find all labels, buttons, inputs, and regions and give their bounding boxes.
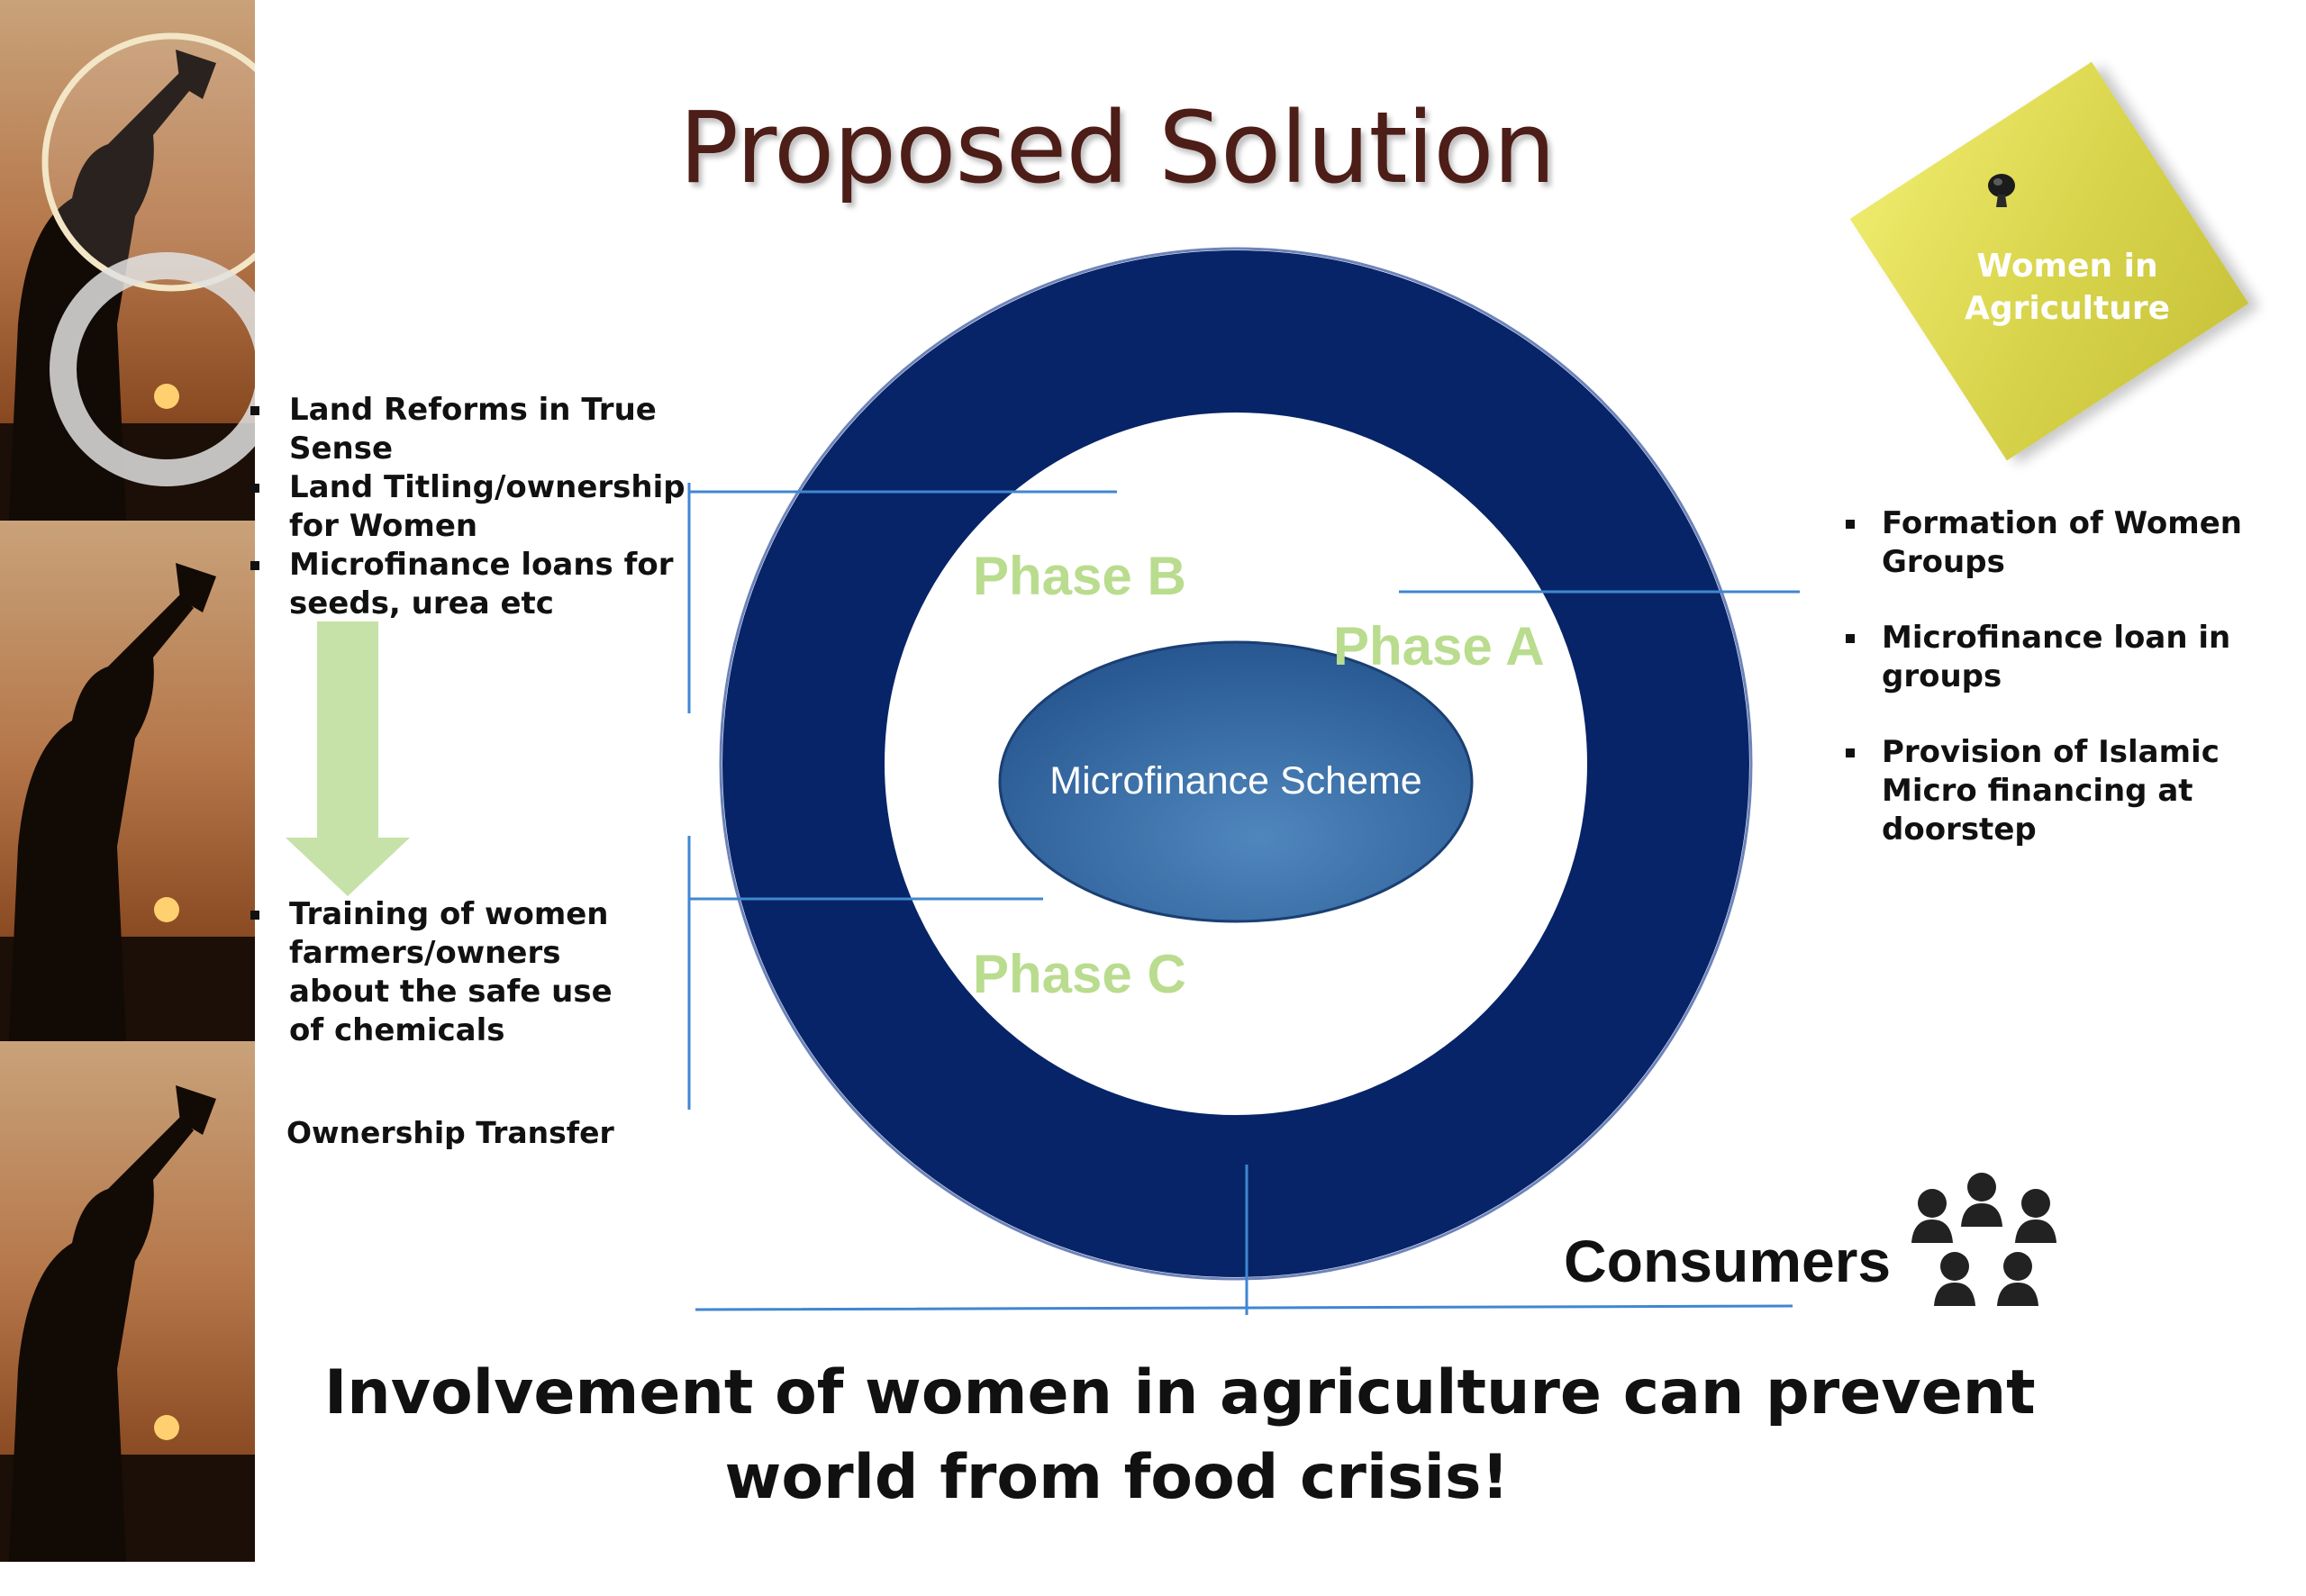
phase-b-item: Land Reforms in True Sense (250, 391, 685, 468)
phase-label-b: Phase B (973, 546, 1186, 606)
outer-ring (719, 247, 1753, 1281)
photo-panel-1 (0, 0, 255, 521)
person-icon (2015, 1189, 2056, 1243)
photo-panel-3 (0, 1041, 255, 1562)
sticky-note-text: Women in Agriculture (1955, 245, 2180, 330)
sticky-note-line1: Women in (1976, 248, 2158, 285)
phase-label-c: Phase C (973, 944, 1186, 1004)
center-label: Microfinance Scheme (1049, 759, 1421, 803)
phase-a-item: Formation of Women Groups (1846, 504, 2278, 582)
person-icon (1911, 1189, 1953, 1243)
phase-b-list: Land Reforms in True Sense Land Titling/… (250, 391, 685, 623)
down-arrow-icon (286, 621, 410, 896)
person-icon (1997, 1252, 2038, 1306)
connector-consumers (695, 1165, 1793, 1315)
left-photo-strip (0, 0, 255, 1596)
person-icon (1934, 1252, 1975, 1306)
decorative-rings (41, 32, 255, 486)
slide-title: Proposed Solution (678, 90, 1557, 205)
pushpin-icon (1988, 174, 2015, 207)
phase-a-list: Formation of Women Groups Microfinance l… (1846, 504, 2278, 886)
phase-c-list: Training of women farmers/owners about t… (250, 895, 649, 1050)
phase-label-a: Phase A (1333, 616, 1545, 676)
person-icon (1961, 1173, 2002, 1227)
phase-c-item: Training of women farmers/owners about t… (250, 895, 649, 1050)
phase-b-item: Land Titling/ownership for Women (250, 469, 685, 544)
connector-lines (687, 483, 1800, 1315)
connector-phase-b (687, 483, 1117, 713)
tagline-line1: Involvement of women in agriculture can … (324, 1357, 2036, 1428)
sticky-note-line2: Agriculture (1964, 290, 2171, 327)
center-ellipse (998, 640, 1474, 923)
phase-b-item: Microfinance loans for seeds, urea etc (250, 546, 685, 623)
tagline: Involvement of women in agriculture can … (324, 1351, 2036, 1520)
tagline-line2: world from food crisis! (724, 1442, 1510, 1513)
phase-a-item: Microfinance loan in groups (1846, 619, 2278, 696)
consumers-label: Consumers (1564, 1228, 1892, 1294)
people-group-icon (1911, 1173, 2056, 1306)
photo-panel-2 (0, 521, 255, 1041)
phase-a-item: Provision of Islamic Micro financing at … (1846, 733, 2278, 849)
ownership-transfer-label: Ownership Transfer (286, 1115, 614, 1150)
connector-phase-c (687, 836, 1043, 1110)
